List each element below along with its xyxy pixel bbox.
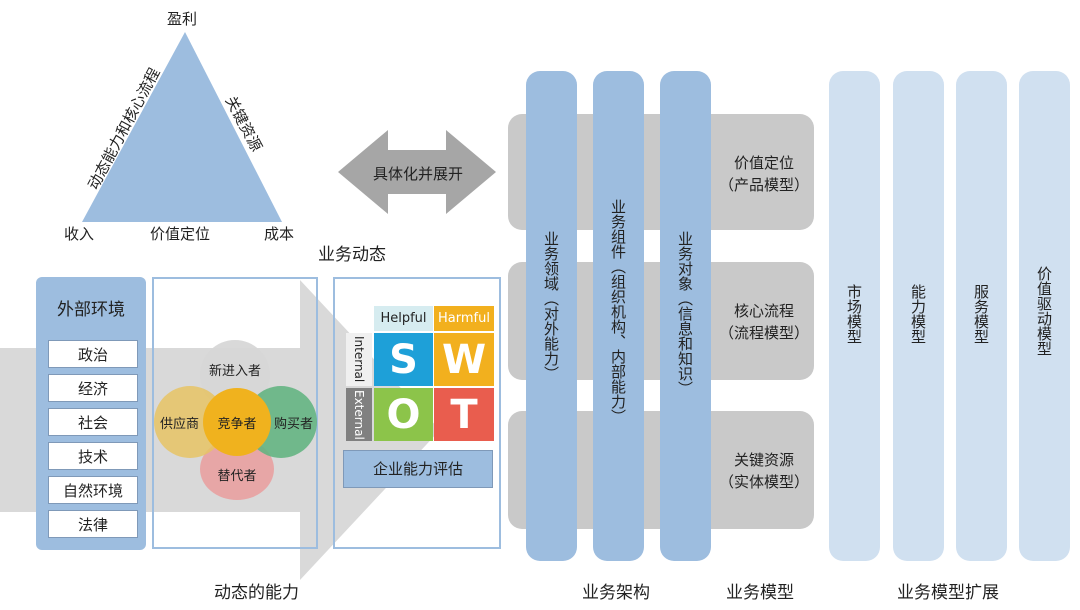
extension-col-text: 服务模型 bbox=[972, 284, 990, 344]
helpful-label: Helpful bbox=[374, 306, 433, 331]
architecture-col-component: 业务组件（组织机构、内部能力） bbox=[593, 71, 644, 561]
internal-label: Internal bbox=[346, 333, 372, 386]
model-item-process: 核心流程 （流程模型） bbox=[716, 300, 812, 344]
double-arrow bbox=[338, 130, 496, 214]
dynamic-capability-label: 动态的能力 bbox=[214, 583, 299, 603]
extension-label: 业务模型扩展 bbox=[897, 583, 999, 603]
business-triangle bbox=[82, 32, 282, 222]
model-item-resource: 关键资源 （实体模型） bbox=[716, 449, 812, 493]
extension-col-market: 市场模型 bbox=[829, 71, 880, 561]
model-item-subtitle: （产品模型） bbox=[718, 176, 809, 194]
architecture-col-object-text: 业务对象（信息和知识） bbox=[676, 231, 694, 396]
swot-t: T bbox=[434, 388, 494, 441]
model-item-subtitle: （流程模型） bbox=[718, 324, 809, 342]
model-item-subtitle: （实体模型） bbox=[718, 473, 809, 491]
capability-assessment: 企业能力评估 bbox=[343, 450, 493, 488]
architecture-label: 业务架构 bbox=[582, 583, 650, 603]
architecture-col-component-text: 业务组件（组织机构、内部能力） bbox=[609, 199, 627, 424]
architecture-col-domain: 业务领域（对外能力） bbox=[526, 71, 577, 561]
competitor-circle: 竞争者 bbox=[203, 388, 271, 456]
harmful-label: Harmful bbox=[434, 306, 494, 331]
swot-o: O bbox=[374, 388, 433, 441]
triangle-top-label: 盈利 bbox=[167, 10, 198, 28]
business-dynamics-label: 业务动态 bbox=[318, 245, 386, 265]
model-item-value: 价值定位 （产品模型） bbox=[716, 152, 812, 196]
env-item: 自然环境 bbox=[48, 476, 138, 504]
extension-col-value-driver: 价值驱动模型 bbox=[1019, 71, 1070, 561]
models-label: 业务模型 bbox=[726, 583, 794, 603]
env-item: 技术 bbox=[48, 442, 138, 470]
model-item-title: 价值定位 bbox=[733, 154, 794, 172]
external-env-title: 外部环境 bbox=[57, 300, 125, 320]
extension-col-text: 市场模型 bbox=[845, 284, 863, 344]
external-env-panel: 外部环境 政治 经济 社会 技术 自然环境 法律 bbox=[36, 277, 146, 550]
swot-w: W bbox=[434, 333, 494, 386]
triangle-right-label: 成本 bbox=[264, 225, 295, 243]
extension-col-capability: 能力模型 bbox=[893, 71, 944, 561]
external-label: External bbox=[346, 388, 372, 441]
architecture-col-object: 业务对象（信息和知识） bbox=[660, 71, 711, 561]
architecture-col-domain-text: 业务领域（对外能力） bbox=[542, 231, 560, 381]
env-item: 社会 bbox=[48, 408, 138, 436]
extension-col-text: 价值驱动模型 bbox=[1035, 266, 1053, 356]
arrow-label: 具体化并展开 bbox=[373, 165, 464, 183]
env-item: 法律 bbox=[48, 510, 138, 538]
triangle-left-label: 收入 bbox=[64, 225, 95, 243]
env-item: 经济 bbox=[48, 374, 138, 402]
model-item-title: 关键资源 bbox=[733, 451, 794, 469]
competition-frame bbox=[152, 277, 318, 549]
extension-col-service: 服务模型 bbox=[956, 71, 1007, 561]
swot-frame bbox=[333, 277, 501, 549]
triangle-bottom-label: 价值定位 bbox=[150, 225, 211, 243]
swot-s: S bbox=[374, 333, 433, 386]
env-item: 政治 bbox=[48, 340, 138, 368]
extension-col-text: 能力模型 bbox=[909, 284, 927, 344]
model-item-title: 核心流程 bbox=[733, 302, 794, 320]
